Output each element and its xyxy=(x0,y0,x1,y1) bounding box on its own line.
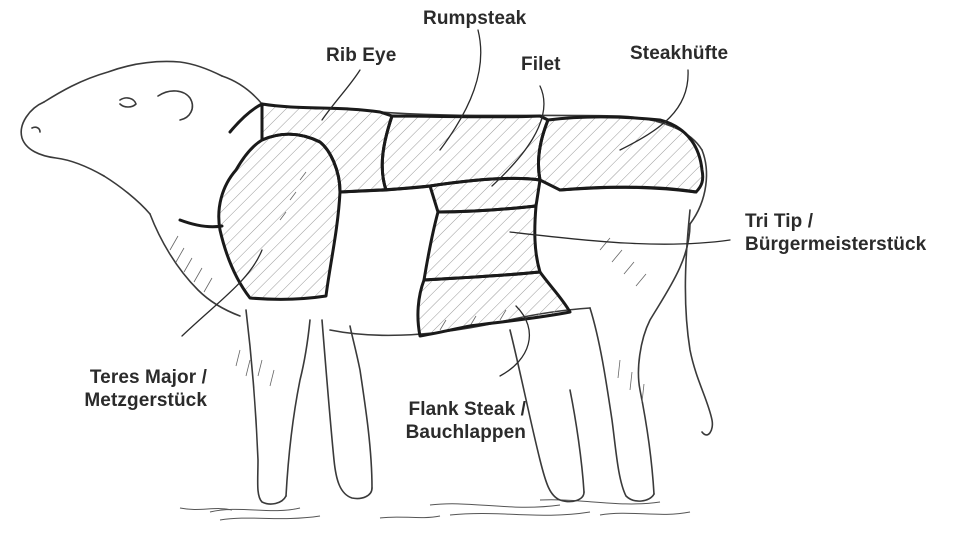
label-rumpsteak-text: Rumpsteak xyxy=(423,8,526,29)
label-tri-tip-line1: Tri Tip / xyxy=(745,210,926,233)
cut-regions xyxy=(180,104,703,336)
label-flank-line1: Flank Steak / xyxy=(380,398,526,421)
label-steakhuefte: Steakhüfte xyxy=(630,42,728,65)
label-filet: Filet xyxy=(521,53,561,76)
ground-scribbles xyxy=(180,500,690,520)
label-teres-major-line1: Teres Major / xyxy=(48,366,207,389)
cut-teres-major xyxy=(219,134,340,299)
label-steakhuefte-text: Steakhüfte xyxy=(630,43,728,64)
leader-tri-tip xyxy=(510,232,730,244)
label-rib-eye-text: Rib Eye xyxy=(326,45,396,66)
label-flank-line2: Bauchlappen xyxy=(380,421,526,444)
label-tri-tip-line2: Bürgermeisterstück xyxy=(745,233,926,256)
cut-steakhuefte xyxy=(538,117,702,192)
label-teres-major-line2: Metzgerstück xyxy=(48,389,207,412)
cut-tri-tip xyxy=(424,206,540,280)
label-teres-major: Teres Major / Metzgerstück xyxy=(48,366,207,412)
label-filet-text: Filet xyxy=(521,54,561,75)
label-flank: Flank Steak / Bauchlappen xyxy=(380,398,526,444)
cut-flank xyxy=(418,272,570,336)
label-rumpsteak: Rumpsteak xyxy=(423,7,526,30)
label-tri-tip: Tri Tip / Bürgermeisterstück xyxy=(745,210,926,256)
label-rib-eye: Rib Eye xyxy=(326,44,396,67)
